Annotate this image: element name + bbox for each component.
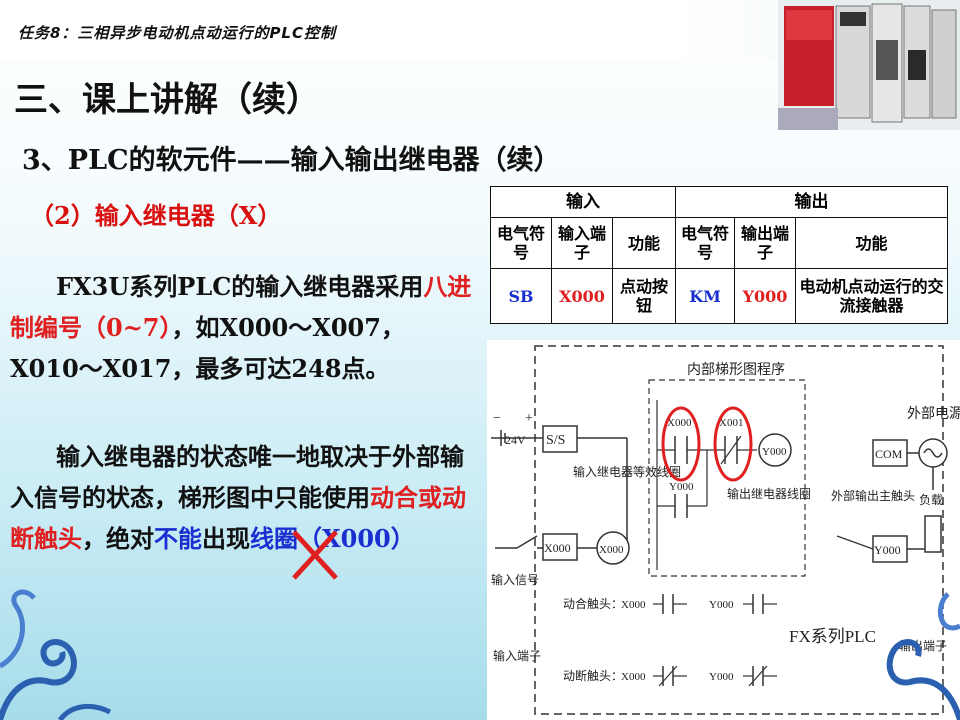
highlight-x000-circle	[661, 406, 701, 482]
label-input-terminal: 输入端子	[493, 648, 541, 663]
col-out-function: 功能	[795, 217, 948, 269]
highlight-x001-circle	[713, 406, 753, 482]
para2-x000: （X000）	[298, 524, 415, 553]
label-coil-y000: Y000	[762, 446, 787, 458]
para2-text-a: 输入继电器的状态唯一地取决于外部输入信号的状态，梯形图中只能使用	[10, 442, 464, 512]
plc-wiring-diagram: 内部梯形图程序 外部电源 − + 24V S/S X000 X000 输入继电器…	[487, 340, 960, 720]
course-title: 任务8：三相异步电动机点动运行的PLC控制	[18, 24, 336, 42]
label-x000-terminal: X000	[544, 541, 571, 555]
load-symbol	[924, 515, 942, 553]
label-ext-output: 外部输出主触头	[831, 488, 915, 503]
cell-in-function: 点动按钮	[612, 268, 676, 324]
para1-text-a: FX3U系列PLC的输入继电器采用	[56, 272, 424, 301]
col-symbol: 电气符号	[490, 217, 552, 269]
col-function: 功能	[612, 217, 676, 269]
para2-text-c: ，绝对	[82, 524, 154, 553]
legend-x000-nc: X000	[621, 671, 646, 683]
paragraph-state: 输入继电器的状态唯一地取决于外部输入信号的状态，梯形图中只能使用动合或动断触头，…	[10, 436, 480, 559]
page-title: 三、课上讲解（续）	[14, 80, 320, 120]
para2-coil: 线圈	[250, 524, 298, 553]
table-row: SB X000 点动按钮 KM Y000 电动机点动运行的交流接触器	[490, 268, 948, 324]
label-plus: +	[525, 411, 533, 426]
legend-x000-no: X000	[621, 599, 646, 611]
label-nc-contact: 动断触头：	[563, 668, 623, 683]
cell-in-symbol: SB	[490, 268, 552, 324]
para1-highlight: 八进制编号（0~7）	[10, 272, 472, 342]
internal-program-box	[648, 379, 806, 577]
label-internal-program: 内部梯形图程序	[687, 362, 785, 378]
cell-out-function: 电动机点动运行的交流接触器	[795, 268, 948, 324]
col-terminal: 输入端子	[551, 217, 613, 269]
cell-out-symbol: KM	[675, 268, 735, 324]
io-input-header: 输入	[490, 186, 676, 218]
legend-y000-nc: Y000	[709, 671, 734, 683]
para2-not: 不能	[154, 524, 202, 553]
label-contact-y000: Y000	[669, 481, 694, 493]
para1-text-c: ，如X000～X007， X010～X017，最多可达248点。	[10, 313, 405, 383]
cross-mark-icon	[292, 530, 338, 580]
output-coil-symbol	[758, 433, 792, 467]
label-load: 负载	[919, 493, 943, 507]
plc-boundary	[534, 345, 944, 715]
input-coil-symbol	[596, 531, 630, 565]
label-fx-plc: FX系列PLC	[789, 627, 876, 646]
label-external-power: 外部电源	[907, 406, 960, 422]
plc-device-image	[778, 0, 960, 130]
label-no-contact: 动合触头：	[563, 596, 623, 611]
para2-highlight: 动合或动断触头	[10, 483, 466, 553]
legend-y000-no: Y000	[709, 599, 734, 611]
label-contact-x000: X000	[667, 417, 692, 429]
decorative-ornament-left	[0, 589, 112, 720]
col-out-terminal: 输出端子	[734, 217, 796, 269]
cell-out-terminal: Y000	[734, 268, 796, 324]
label-output-coil: 输出继电器线圈	[727, 486, 811, 501]
label-input-coil-x000: X000	[599, 544, 624, 556]
label-input-coil: 输入继电器等效线圈	[573, 464, 681, 479]
label-minus: −	[493, 411, 501, 426]
label-y000-terminal: Y000	[874, 543, 901, 557]
decorative-ornament-right	[886, 592, 960, 720]
paragraph-octal: FX3U系列PLC的输入继电器采用八进制编号（0~7），如X000～X007， …	[10, 266, 480, 389]
label-contact-x001: X001	[719, 417, 743, 429]
io-output-header: 输出	[675, 186, 948, 218]
ss-terminal	[542, 425, 578, 453]
label-ss: S/S	[546, 433, 565, 448]
page-subtitle: 3、PLC的软元件——输入输出继电器（续）	[22, 145, 561, 176]
x000-terminal	[542, 533, 578, 561]
section-heading: （2）输入继电器（X）	[30, 201, 282, 230]
label-input-signal: 输入信号	[491, 572, 539, 587]
io-table: 输入 输出 电气符号 输入端子 功能 电气符号 输出端子 功能 SB X000 …	[490, 186, 948, 324]
label-com: COM	[875, 447, 903, 461]
cell-in-terminal: X000	[551, 268, 613, 324]
col-out-symbol: 电气符号	[675, 217, 735, 269]
label-24v: 24V	[505, 433, 526, 447]
para2-text-e: 出现	[202, 524, 250, 553]
